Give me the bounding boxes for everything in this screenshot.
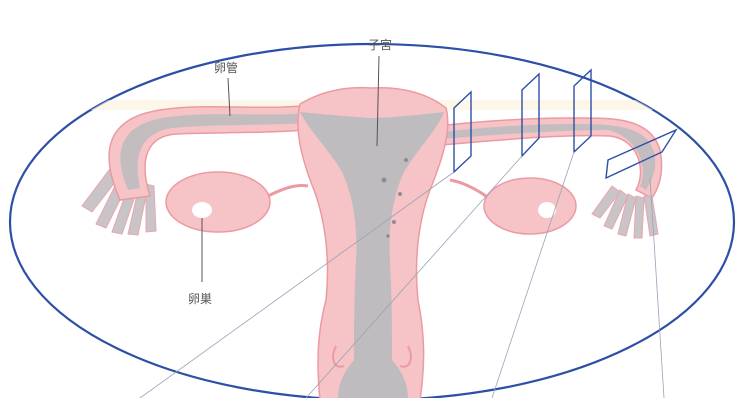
ovary-label: 卵巣 xyxy=(188,292,212,306)
left-ovary-follicle xyxy=(192,202,212,218)
left-ovary xyxy=(166,172,270,232)
fallopian-tube-label: 卵管 xyxy=(214,60,238,75)
right-ovary-follicle xyxy=(538,202,556,218)
uterus-label: 子宮 xyxy=(368,37,392,52)
